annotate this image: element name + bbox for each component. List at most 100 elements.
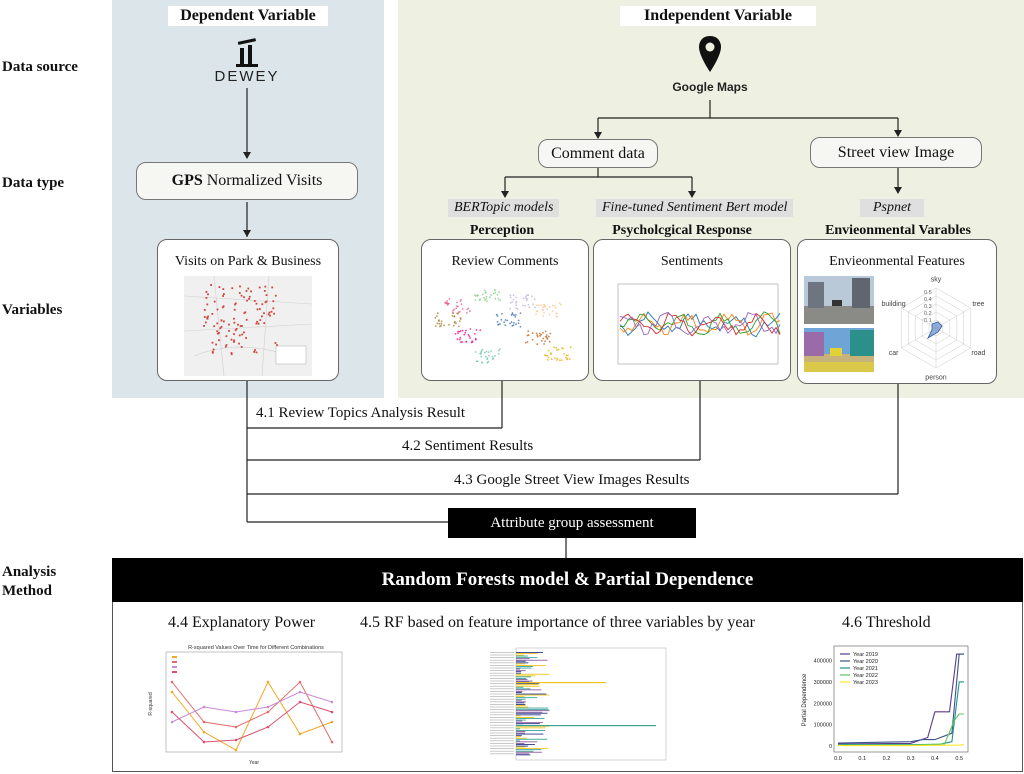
feature-bar bbox=[516, 675, 536, 677]
topic-point bbox=[522, 304, 524, 307]
rsq-point bbox=[266, 705, 270, 709]
topic-point bbox=[568, 358, 571, 361]
topic-point bbox=[501, 312, 503, 315]
topic-point bbox=[438, 322, 441, 325]
feature-bar bbox=[516, 735, 522, 737]
topic-point bbox=[457, 332, 459, 335]
rsq-point bbox=[330, 720, 334, 724]
map-dot bbox=[246, 299, 248, 302]
map-dot bbox=[248, 295, 251, 298]
topic-point bbox=[475, 329, 478, 331]
map-dot bbox=[263, 290, 266, 292]
google-maps-logo-text: Google Maps bbox=[672, 80, 748, 94]
topic-point bbox=[514, 314, 517, 316]
topic-point bbox=[536, 335, 539, 338]
feature-bar bbox=[516, 705, 526, 706]
sentiments-card: Sentiments bbox=[593, 239, 791, 381]
topic-point bbox=[544, 330, 547, 333]
random-forests-header: Random Forests model & Partial Dependenc… bbox=[112, 558, 1023, 602]
topic-point bbox=[533, 298, 536, 301]
map-dot bbox=[274, 342, 277, 344]
rsq-point bbox=[170, 710, 174, 714]
feature-bar bbox=[516, 657, 538, 659]
topic-point bbox=[497, 297, 500, 300]
rsq-point bbox=[234, 725, 238, 729]
feature-bar bbox=[516, 702, 525, 704]
topic-point bbox=[525, 295, 527, 298]
topic-point bbox=[481, 361, 483, 364]
feature-label-line bbox=[490, 678, 514, 679]
topic-point bbox=[491, 355, 494, 358]
map-dot bbox=[255, 322, 258, 325]
topic-point bbox=[455, 322, 457, 325]
map-dot bbox=[206, 317, 209, 320]
topic-point bbox=[517, 322, 520, 324]
topic-point bbox=[512, 294, 515, 297]
map-dot bbox=[259, 319, 262, 321]
feature-bar bbox=[516, 725, 550, 727]
topic-point bbox=[458, 320, 461, 322]
topic-point bbox=[495, 313, 498, 316]
feature-label-line bbox=[490, 753, 514, 755]
rsq-legend-swatch bbox=[172, 666, 177, 668]
topic-point bbox=[524, 304, 527, 307]
topic-point bbox=[443, 324, 445, 327]
topic-point bbox=[553, 346, 555, 349]
rsq-point bbox=[202, 740, 206, 744]
rsq-point bbox=[298, 680, 302, 684]
feature-bar bbox=[516, 699, 522, 701]
map-dot bbox=[223, 320, 225, 323]
map-dot bbox=[248, 298, 250, 300]
map-dot bbox=[247, 287, 250, 290]
map-pin-icon bbox=[699, 36, 721, 72]
topic-point bbox=[550, 358, 553, 360]
topic-point bbox=[486, 300, 488, 302]
topic-point bbox=[515, 323, 517, 326]
topic-point bbox=[548, 335, 550, 338]
psychological-response-label: Psycholcgical Response bbox=[612, 223, 752, 238]
topic-point bbox=[515, 304, 518, 306]
topic-point bbox=[542, 337, 545, 340]
map-dot bbox=[238, 292, 241, 294]
feature-bar bbox=[516, 706, 529, 708]
radar-axis-label: car bbox=[889, 350, 899, 357]
map-dot bbox=[220, 319, 223, 322]
map-dot bbox=[228, 330, 230, 332]
radar-shape bbox=[927, 321, 943, 340]
topic-point bbox=[531, 295, 533, 298]
feature-bar bbox=[516, 723, 540, 725]
topic-point bbox=[543, 312, 545, 314]
topic-point bbox=[457, 311, 460, 314]
topic-point bbox=[474, 337, 477, 340]
map-dot bbox=[244, 311, 247, 314]
topic-point bbox=[515, 307, 518, 310]
map-dot bbox=[238, 342, 240, 345]
topic-point bbox=[517, 319, 520, 322]
feature-bar bbox=[516, 717, 535, 718]
feature-bar bbox=[516, 709, 549, 711]
sentiments-title: Sentiments bbox=[660, 254, 724, 269]
topic-point bbox=[466, 308, 468, 311]
feature-bar bbox=[516, 697, 538, 699]
analysis-label-line1: Analysis bbox=[2, 564, 57, 580]
topic-point bbox=[453, 315, 456, 317]
topic-point bbox=[448, 323, 450, 326]
threshold-ytick: 300000 bbox=[814, 680, 832, 686]
feature-label-line bbox=[490, 750, 514, 752]
topic-point bbox=[558, 302, 561, 304]
attribute-group-assessment-box: Attribute group assessment bbox=[448, 508, 696, 538]
row-label-data-source: Data source bbox=[2, 59, 78, 75]
feature-label-line bbox=[490, 691, 514, 692]
feature-label-line bbox=[490, 714, 514, 716]
map-dot bbox=[256, 308, 259, 311]
feature-bar bbox=[516, 682, 606, 684]
sentiment-line-chart bbox=[617, 283, 781, 365]
feature-label-line bbox=[490, 680, 514, 682]
topic-point bbox=[494, 289, 496, 292]
topic-point bbox=[554, 357, 556, 359]
topic-point bbox=[540, 333, 543, 336]
feature-label-line bbox=[490, 672, 514, 674]
feature-bar bbox=[516, 720, 523, 722]
